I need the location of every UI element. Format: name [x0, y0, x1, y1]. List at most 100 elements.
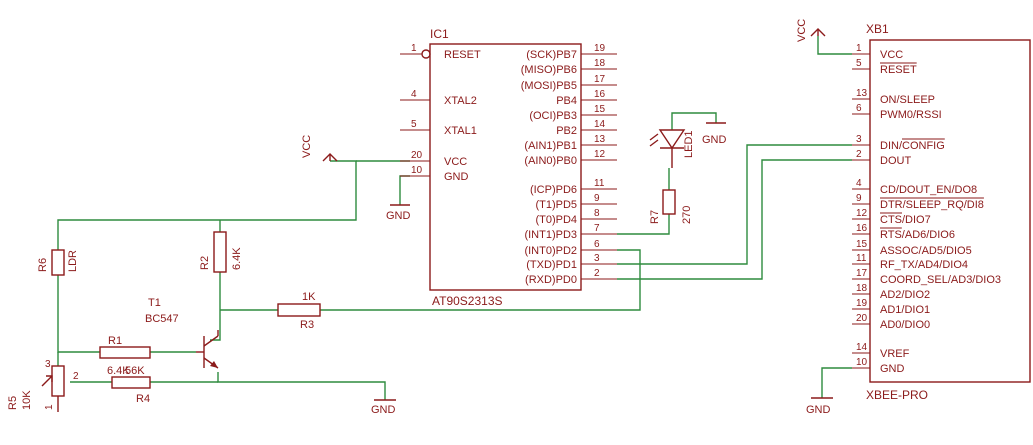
svg-text:GND: GND: [702, 134, 727, 146]
ic1-pin-number: 6: [594, 239, 600, 250]
wire-xbee-gnd: [821, 367, 852, 398]
svg-text:R6: R6: [37, 258, 49, 272]
svg-text:R3: R3: [300, 319, 314, 331]
svg-text:270: 270: [681, 206, 693, 224]
ic1-pin-label: (MOSI)PB5: [521, 80, 577, 92]
t1-bc547: T1 BC547: [145, 297, 219, 369]
svg-text:1K: 1K: [302, 291, 316, 303]
wire-led-gnd: [671, 112, 717, 130]
ic1-pin-number: 19: [594, 43, 606, 54]
svg-text:T1: T1: [148, 297, 161, 309]
xbee-pin-number: 16: [856, 223, 868, 234]
ic1-pin-label: (TXD)PD1: [526, 259, 577, 271]
svg-text:6.4K: 6.4K: [107, 365, 130, 377]
ic1-pin-label: (T1)PD5: [535, 199, 577, 211]
svg-text:R4: R4: [136, 393, 150, 405]
xbee-pin-label: DIN/CONFIG: [880, 140, 945, 152]
svg-text:56K: 56K: [125, 365, 145, 377]
gnd-symbol-xbee: GND: [806, 397, 833, 416]
xbee-pin-label: DTR/SLEEP_RQ/DI8: [880, 199, 984, 211]
xbee-pin-label: AD2/DIO2: [880, 289, 930, 301]
xbee-pin-number: 18: [856, 283, 868, 294]
ic1-pin-label: PB4: [556, 95, 577, 107]
svg-text:VCC: VCC: [301, 135, 313, 158]
wire-ldr-r1: [57, 275, 100, 353]
svg-text:R5: R5: [7, 396, 19, 410]
svg-text:R7: R7: [649, 210, 661, 224]
xbee-pin-number: 17: [856, 268, 868, 279]
ic1-pin-number: 18: [594, 58, 606, 69]
r4: 56K R4: [111, 365, 151, 405]
svg-text:10K: 10K: [21, 390, 33, 410]
svg-text:R1: R1: [108, 335, 122, 347]
xbee-pin-label: AD0/DIO0: [880, 319, 930, 331]
ic1-pin-label: (SCK)PB7: [526, 49, 577, 61]
wires: [57, 36, 852, 400]
ic1-pin-number: 9: [594, 193, 600, 204]
ic1-pin-number: 14: [594, 119, 606, 130]
xbee-pin-number: 11: [856, 253, 867, 264]
svg-text:GND: GND: [806, 404, 831, 416]
gnd-symbol-ic: GND: [386, 204, 411, 222]
ic1-pin-number: 2: [594, 268, 600, 279]
svg-text:2: 2: [73, 371, 79, 382]
xbee-pin-label: COORD_SEL/AD3/DIO3: [880, 274, 1001, 286]
svg-text:3: 3: [45, 359, 51, 370]
xbee-pin-number: 2: [856, 149, 862, 160]
wire-emitter-gnd: [217, 372, 386, 400]
xbee-pin-number: 12: [856, 208, 868, 219]
ic1-pin-label: VCC: [444, 156, 467, 168]
xbee-pin-number: 20: [856, 313, 868, 324]
svg-text:6.4K: 6.4K: [231, 247, 243, 270]
xbee-pin-label: PWM0/RSSI: [880, 109, 942, 121]
xbee-pin-label: ASSOC/AD5/DIO5: [880, 245, 972, 257]
ic1-pin-label: (AIN0)PB0: [524, 155, 577, 167]
svg-text:BC547: BC547: [145, 313, 179, 325]
xbee-pin-number: 6: [856, 103, 862, 114]
ic1-pin-label: (T0)PD4: [535, 214, 577, 226]
xbee-pin-number: 3: [856, 134, 862, 145]
r1: R1 6.4K: [99, 335, 151, 377]
xbee-pin-label: RTS/AD6/DIO6: [880, 229, 955, 241]
reset-inversion-bubble: [421, 49, 431, 59]
ic1-body: [429, 43, 582, 291]
svg-text:R2: R2: [199, 256, 211, 270]
xbee-pin-label: RF_TX/AD4/DIO4: [880, 259, 968, 271]
xbee-pin-number: 14: [856, 342, 868, 353]
ic1-pin-number: 1: [411, 43, 417, 54]
xbee-pin-label: VREF: [880, 348, 910, 360]
ic1-pin-number: 16: [594, 89, 606, 100]
wire-r3-pd2: [320, 249, 641, 311]
ic1-refdes: IC1: [430, 27, 449, 41]
xbee-module: XB1 XBEE-PRO 1VCC5RESET13ON/SLEEP6PWM0/R…: [852, 22, 1031, 402]
gnd-symbol-transistor: GND: [371, 399, 396, 416]
svg-text:LDR: LDR: [67, 250, 79, 272]
xbee-pin-label: AD1/DIO1: [880, 304, 930, 316]
xbee-pin-number: 5: [856, 58, 862, 69]
ic1-pin-number: 5: [411, 119, 417, 130]
r3: 1K R3: [277, 291, 321, 331]
wire-txd-din: [617, 144, 852, 265]
ic1-part: AT90S2313S: [432, 294, 503, 308]
xbee-pin-number: 19: [856, 298, 868, 309]
led1-refdes: LED1: [683, 130, 695, 158]
ic1-pin-label: (MISO)PB6: [521, 64, 577, 76]
xbee-pin-number: 1: [856, 43, 862, 54]
ic1-pin-number: 12: [594, 149, 606, 160]
ic1-pin-label: RESET: [444, 49, 481, 61]
ic1-pin-number: 11: [594, 178, 605, 189]
r2: R2 6.4K: [199, 231, 243, 273]
led1: LED1: [649, 129, 695, 168]
xbee-pin-label: VCC: [880, 49, 903, 61]
ic1-pin-label: PB2: [556, 125, 577, 137]
wire-r2-collector: [210, 272, 221, 341]
ic1-pin-label: (ICP)PD6: [530, 184, 577, 196]
xbee-pin-number: 15: [856, 239, 868, 250]
xbee-body: [869, 39, 1031, 383]
vcc-symbol-xbee: VCC: [796, 19, 826, 42]
xbee-pin-number: 9: [856, 193, 862, 204]
ic1-pin-label: XTAL1: [444, 125, 477, 137]
ic1-pin-number: 8: [594, 208, 600, 219]
xbee-pin-label: RESET: [880, 64, 917, 76]
